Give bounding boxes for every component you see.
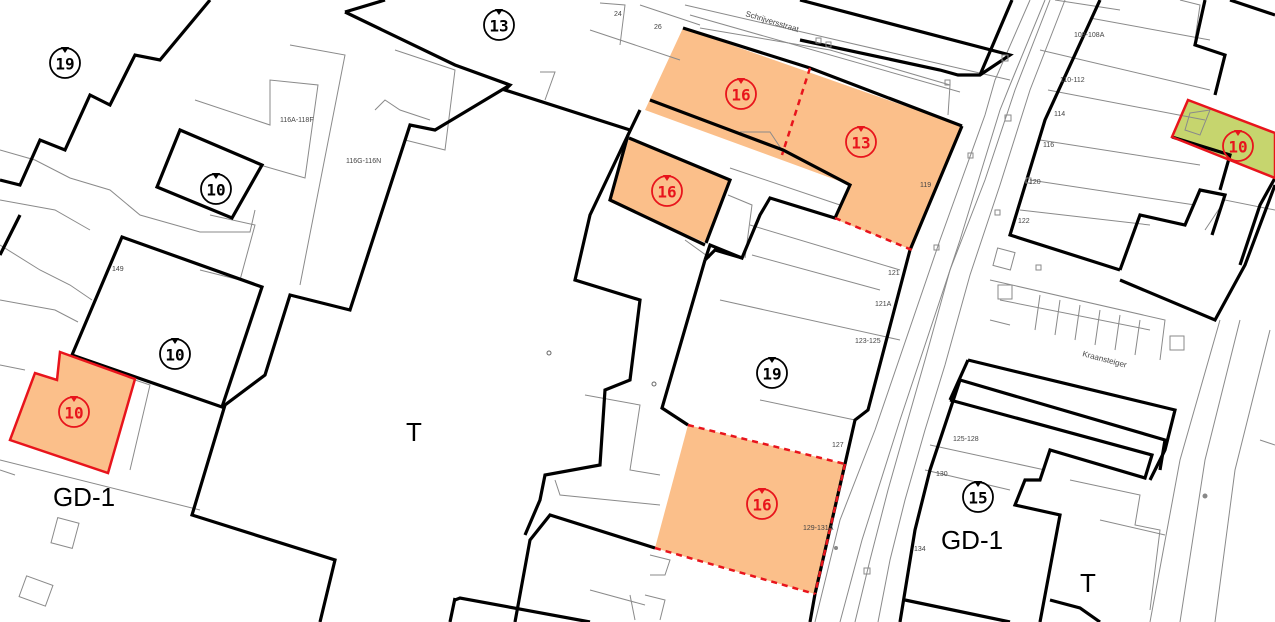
street-name-schrijversstraat: Schrijversstraat (744, 9, 800, 34)
svg-text:10: 10 (1228, 138, 1247, 157)
plot-orange-mid (610, 138, 730, 243)
svg-text:13: 13 (851, 134, 870, 153)
svg-text:16: 16 (657, 183, 676, 202)
address-label: 110-112 (1060, 77, 1085, 84)
zone-label-t: T (1080, 568, 1096, 598)
height-marker: 15 (962, 481, 994, 513)
height-markers: 19 13 10 10 10 16 13 16 (49, 9, 1254, 520)
address-label: 121 (888, 270, 900, 277)
filled-plots (10, 28, 1275, 594)
plot-orange-left (10, 352, 135, 473)
svg-text:15: 15 (968, 489, 987, 508)
svg-text:10: 10 (64, 404, 83, 423)
height-marker: 13 (845, 126, 877, 158)
address-label: 127 (832, 442, 844, 449)
address-label: 122 (1018, 218, 1030, 225)
address-label: 120 (1029, 179, 1041, 186)
plot-orange-top (645, 28, 962, 250)
address-label: 134 (914, 546, 926, 553)
svg-text:13: 13 (489, 17, 508, 36)
dots (546, 37, 1208, 575)
address-label: 116 (1043, 142, 1054, 149)
zone-label-gd1: GD-1 (53, 482, 115, 512)
height-marker: 10 (58, 396, 90, 428)
plot-orange-left-outline (8, 350, 137, 475)
svg-text:10: 10 (206, 181, 225, 200)
height-marker: 16 (725, 78, 757, 110)
address-label: 116A-118F (280, 117, 314, 124)
red-lines (8, 67, 1275, 596)
svg-text:19: 19 (762, 365, 781, 384)
address-label: 149 (112, 266, 124, 273)
address-label: 121A (875, 301, 892, 308)
plot-green-outline (1170, 98, 1275, 180)
svg-text:19: 19 (55, 55, 74, 74)
address-label: 24 (614, 11, 622, 18)
svg-text:16: 16 (731, 86, 750, 105)
svg-text:16: 16 (752, 496, 771, 515)
address-label: 26 (654, 24, 662, 31)
street-name-kraansteiger: Kraansteiger (1081, 349, 1127, 370)
zone-label-t: T (406, 417, 422, 447)
height-marker: 16 (651, 175, 683, 207)
height-marker: 19 (49, 47, 81, 79)
height-marker: 10 (159, 338, 191, 370)
height-marker: 19 (756, 357, 788, 389)
height-marker: 13 (483, 9, 515, 41)
address-label: 114 (1054, 111, 1065, 118)
address-label: 129-131A (803, 525, 834, 532)
address-label: 119 (920, 182, 931, 189)
height-marker: 10 (200, 173, 232, 205)
plot-green-right (1172, 100, 1275, 178)
address-label: 130 (936, 471, 948, 478)
address-label: 116G-116N (346, 158, 381, 165)
address-label: 123-125 (855, 338, 881, 345)
height-marker: 16 (746, 488, 778, 520)
zone-label-gd1: GD-1 (941, 525, 1003, 555)
address-label: 108-108A (1074, 32, 1105, 39)
height-marker: 10 (1222, 130, 1254, 162)
address-label: 125-128 (953, 436, 979, 443)
svg-text:10: 10 (165, 346, 184, 365)
plot-orange-bottom (655, 425, 845, 594)
address-labels: 24 26 116A-118F 116G-116N 149 119 121 12… (112, 11, 1105, 553)
